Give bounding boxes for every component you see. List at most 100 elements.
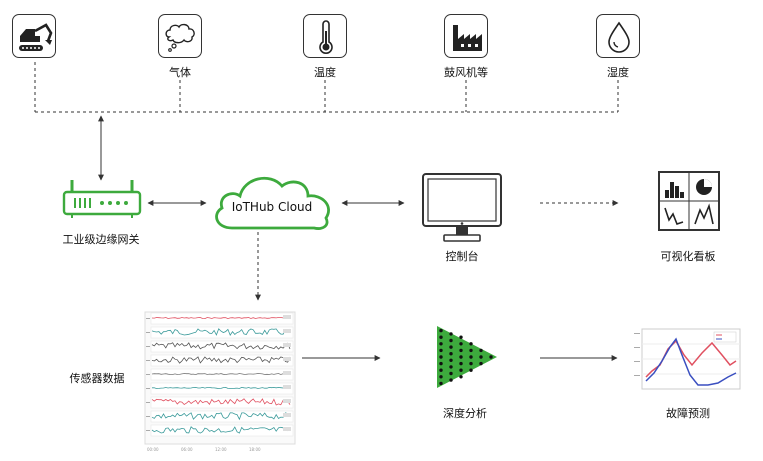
network-shape [437,326,497,388]
sensor-row-tick [146,374,150,375]
network-node [439,335,443,339]
prediction-label: 故障预测 [666,407,710,420]
sensor-series-line [151,342,291,350]
sensor-gas [158,14,202,58]
sensor-gas-label: 气体 [169,66,191,79]
sensor-row-tick [146,416,150,417]
sensor-row-tick [146,332,150,333]
sensor-row-legend [283,427,291,431]
factory-icon [453,25,482,51]
network-node [459,342,463,346]
sensor-row-frame [150,382,294,395]
sensor-row-tick [146,388,150,389]
network-node [459,368,463,372]
svg-text:12:00: 12:00 [215,447,227,452]
sensor-row-frame [150,410,294,423]
network-node [449,358,453,362]
sensor-row-tick [146,430,150,431]
network-node [449,352,453,356]
network-node [449,378,453,382]
network-node [469,342,473,346]
sensor-row-legend [283,343,291,347]
network-node [439,328,443,333]
sensor-row-tick [146,318,150,319]
network-node [469,361,473,366]
sensor-humidity [596,14,640,58]
console-label: 控制台 [445,250,479,263]
sensor-row-legend [283,371,291,375]
network-node [439,375,443,379]
network-node [469,348,473,353]
sensor-row-legend [283,315,291,319]
sensor-row-frame [150,396,294,409]
deep-analysis-label: 深度分析 [443,407,487,420]
sensor-temperature-label: 温度 [314,66,336,79]
network-node [459,335,463,339]
network-node [439,355,443,359]
network-node [449,371,453,376]
network-node [469,368,473,372]
svg-text:00:00: 00:00 [147,447,159,452]
sensor-series-line [152,386,291,390]
network-node [459,361,463,366]
sensor-blower-label: 鼓风机等 [444,66,488,79]
network-node [469,355,473,359]
network-node [479,361,483,366]
sensor-row-frame [150,368,294,381]
dashboard-icon [658,171,720,231]
network-node [439,348,443,353]
neural-network-icon [437,326,497,388]
sensor-row-tick [146,402,150,403]
cloud-label: IoTHub Cloud [231,200,313,214]
network-node [439,361,443,366]
sensor-row-frame [150,354,294,367]
network-node [449,332,453,336]
dashboard-label: 可视化看板 [660,250,716,263]
thermometer-icon [319,20,333,54]
network-node [459,355,463,359]
prediction-chart [634,328,741,390]
network-node [439,342,443,346]
sensor-series-line [151,328,291,336]
network-node [459,348,463,353]
sensor-row-legend [283,357,291,361]
svg-text:06:00: 06:00 [181,447,193,452]
sensor-data-label: 传感器数据 [69,372,125,385]
network-node [479,348,483,353]
sensor-row-legend [283,329,291,333]
gateway-label: 工业级边缘网关 [62,233,140,246]
network-node [449,365,453,369]
prediction-legend [713,331,737,343]
network-node [439,368,443,372]
sensor-blower [444,14,488,58]
network-node [489,355,493,359]
sensor-temperature [303,14,347,58]
sensor-series-line [151,398,291,406]
sensor-row-frame [150,312,294,325]
sensor-excavator [12,14,56,58]
network-node [479,355,483,359]
sensor-series-line [151,317,291,320]
network-node [459,375,463,379]
sensor-row-frame [150,340,294,353]
cloud-icon [215,176,330,230]
prediction-series-blue [645,337,737,386]
sensor-row-tick [146,346,150,347]
sensor-series-line [151,412,291,421]
network-node [449,338,453,343]
gas-icon [165,23,195,52]
sensor-series-line [151,373,291,376]
sensor-humidity-label: 湿度 [607,66,629,79]
sensor-row-frame [150,326,294,339]
sensor-row-legend [283,399,291,403]
sensor-row-legend [283,413,291,417]
sensor-series-line [151,356,291,364]
network-node [449,345,453,349]
sensor-row-legend [283,385,291,389]
network-node [439,381,443,386]
sensor-row-tick [146,360,150,361]
monitor-icon [422,173,502,242]
sensor-row-frame [150,424,294,437]
